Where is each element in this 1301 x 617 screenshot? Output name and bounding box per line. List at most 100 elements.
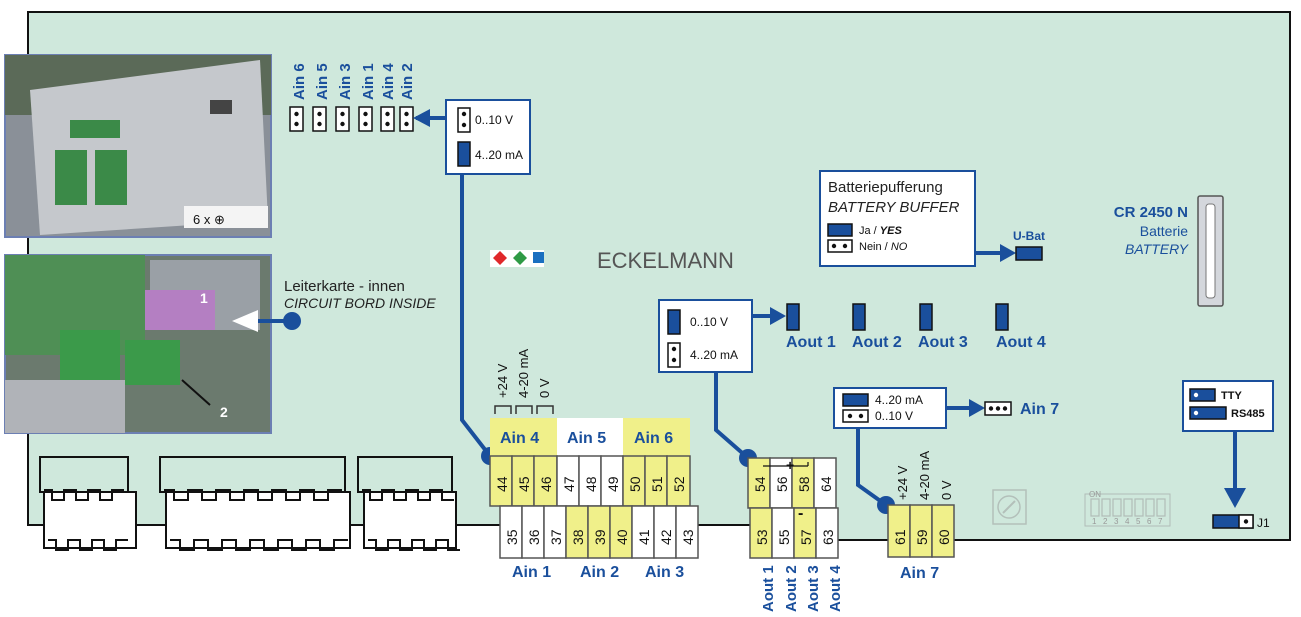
battery-cell-model: CR 2450 N xyxy=(1114,204,1188,221)
term-35: 35 xyxy=(504,529,520,545)
battery-subtitle: BATTERY BUFFER xyxy=(828,199,960,216)
term-61: 61 xyxy=(892,529,908,545)
term-38: 38 xyxy=(570,529,586,545)
term-41: 41 xyxy=(636,529,652,545)
aout-footer-3: Aout 3 xyxy=(805,565,822,612)
term-52: 52 xyxy=(671,476,687,492)
battery-title: Batteriepufferung xyxy=(828,179,943,196)
ain7-sig-zero: 0 V xyxy=(939,480,954,500)
ain-footer-1: Ain 1 xyxy=(512,564,551,581)
term-48: 48 xyxy=(583,476,599,492)
terminal-block-ain7 xyxy=(887,504,955,558)
ain-footer-3: Ain 3 xyxy=(645,564,684,581)
photo-marker-2: 2 xyxy=(220,404,228,420)
screw-count-label: 6 x ⊕ xyxy=(193,212,225,227)
terminal-block-aout-top xyxy=(747,457,837,509)
photo-housing xyxy=(4,54,272,238)
term-63: 63 xyxy=(820,529,836,545)
jumper-label-ain4: Ain 4 xyxy=(380,63,397,100)
plug-connectors xyxy=(39,456,457,549)
term-36: 36 xyxy=(526,529,542,545)
range-box-aout-opt1: 0..10 V xyxy=(690,315,728,329)
battery-no: Nein / NO xyxy=(859,241,908,253)
battery-yes: Ja / YES xyxy=(859,225,902,237)
circuit-label-en: CIRCUIT BORD INSIDE xyxy=(284,295,436,311)
term-54: 54 xyxy=(752,476,768,492)
jumper-label-ain1: Ain 1 xyxy=(360,63,377,100)
jumper-label-ain3: Ain 3 xyxy=(337,63,354,100)
term-53: 53 xyxy=(754,529,770,545)
ain-jumper-row xyxy=(289,106,414,132)
term-60: 60 xyxy=(936,529,952,545)
svg-text:3: 3 xyxy=(1114,517,1119,526)
plug-teeth xyxy=(44,489,460,551)
aout-footer-4: Aout 4 xyxy=(827,565,844,612)
term-37: 37 xyxy=(548,529,564,545)
ain-header-4: Ain 4 xyxy=(500,430,539,447)
ain7-jumper-label: Ain 7 xyxy=(1020,401,1059,418)
aout-minus-sign: - xyxy=(798,505,803,522)
term-47: 47 xyxy=(561,476,577,492)
ain-header-6: Ain 6 xyxy=(634,430,673,447)
terminal-block-aout-bottom xyxy=(749,507,839,559)
svg-text:2: 2 xyxy=(1103,517,1108,526)
aout-footer-1: Aout 1 xyxy=(760,565,777,612)
term-51: 51 xyxy=(649,476,665,492)
aout-label-2: Aout 2 xyxy=(852,334,902,351)
comm-opt-tty: TTY xyxy=(1221,390,1242,402)
ain7-sig-plus24: +24 V xyxy=(895,465,910,500)
ain-footer-2: Ain 2 xyxy=(580,564,619,581)
eckelmann-logo xyxy=(490,250,544,267)
terminal-block-ain-top xyxy=(489,455,691,507)
ubat-label: U-Bat xyxy=(1013,229,1045,243)
photo-marker-1: 1 xyxy=(200,290,208,306)
battery-cell-en: BATTERY xyxy=(1125,241,1190,257)
range-box-ain-opt2: 4..20 mA xyxy=(475,148,523,162)
term-42: 42 xyxy=(658,529,674,545)
comm-opt-rs485: RS485 xyxy=(1231,408,1265,420)
jumper-label-ain6: Ain 6 xyxy=(291,63,308,100)
sig-zero: 0 V xyxy=(537,378,552,398)
battery-cell-de: Batterie xyxy=(1140,223,1188,239)
comm-box xyxy=(1182,380,1274,432)
svg-text:5: 5 xyxy=(1136,517,1141,526)
ubat-jumper xyxy=(1015,246,1043,261)
aout-footer-2: Aout 2 xyxy=(783,565,800,612)
brand-name: ECKELMANN xyxy=(597,248,734,273)
term-46: 46 xyxy=(538,476,554,492)
sig-plus24: +24 V xyxy=(495,363,510,398)
photo-circuit-inside xyxy=(4,254,272,434)
svg-text:1: 1 xyxy=(1092,517,1097,526)
term-57: 57 xyxy=(798,529,814,545)
svg-text:7: 7 xyxy=(1158,517,1163,526)
svg-text:6: 6 xyxy=(1147,517,1152,526)
jumper-label-ain2: Ain 2 xyxy=(399,63,416,100)
aout-label-4: Aout 4 xyxy=(996,334,1046,351)
term-43: 43 xyxy=(680,529,696,545)
rotary-switch xyxy=(992,489,1027,525)
ain7-sig-ma: 4-20 mA xyxy=(917,451,932,500)
term-40: 40 xyxy=(614,529,630,545)
aout-plus-sign: + xyxy=(786,457,794,473)
signal-brackets xyxy=(494,405,554,414)
terminal-block-ain-bottom xyxy=(499,505,699,559)
term-58: 58 xyxy=(796,476,812,492)
range-box-ain-opt1: 0..10 V xyxy=(475,113,513,127)
range-box-ain7-opt1: 4..20 mA xyxy=(875,393,923,407)
term-56: 56 xyxy=(774,476,790,492)
term-49: 49 xyxy=(605,476,621,492)
aout-jumpers xyxy=(786,303,1009,331)
ain-header-5: Ain 5 xyxy=(567,430,606,447)
range-box-aout-opt2: 4..20 mA xyxy=(690,348,738,362)
term-39: 39 xyxy=(592,529,608,545)
term-50: 50 xyxy=(627,476,643,492)
dip-on-label: ON xyxy=(1089,490,1101,499)
term-45: 45 xyxy=(516,476,532,492)
circuit-label-de: Leiterkarte - innen xyxy=(284,278,405,295)
svg-text:4: 4 xyxy=(1125,517,1130,526)
range-box-ain7-opt2: 0..10 V xyxy=(875,409,913,423)
dip-switch xyxy=(1084,493,1171,527)
ain7-footer: Ain 7 xyxy=(900,565,939,582)
aout-label-3: Aout 3 xyxy=(918,334,968,351)
